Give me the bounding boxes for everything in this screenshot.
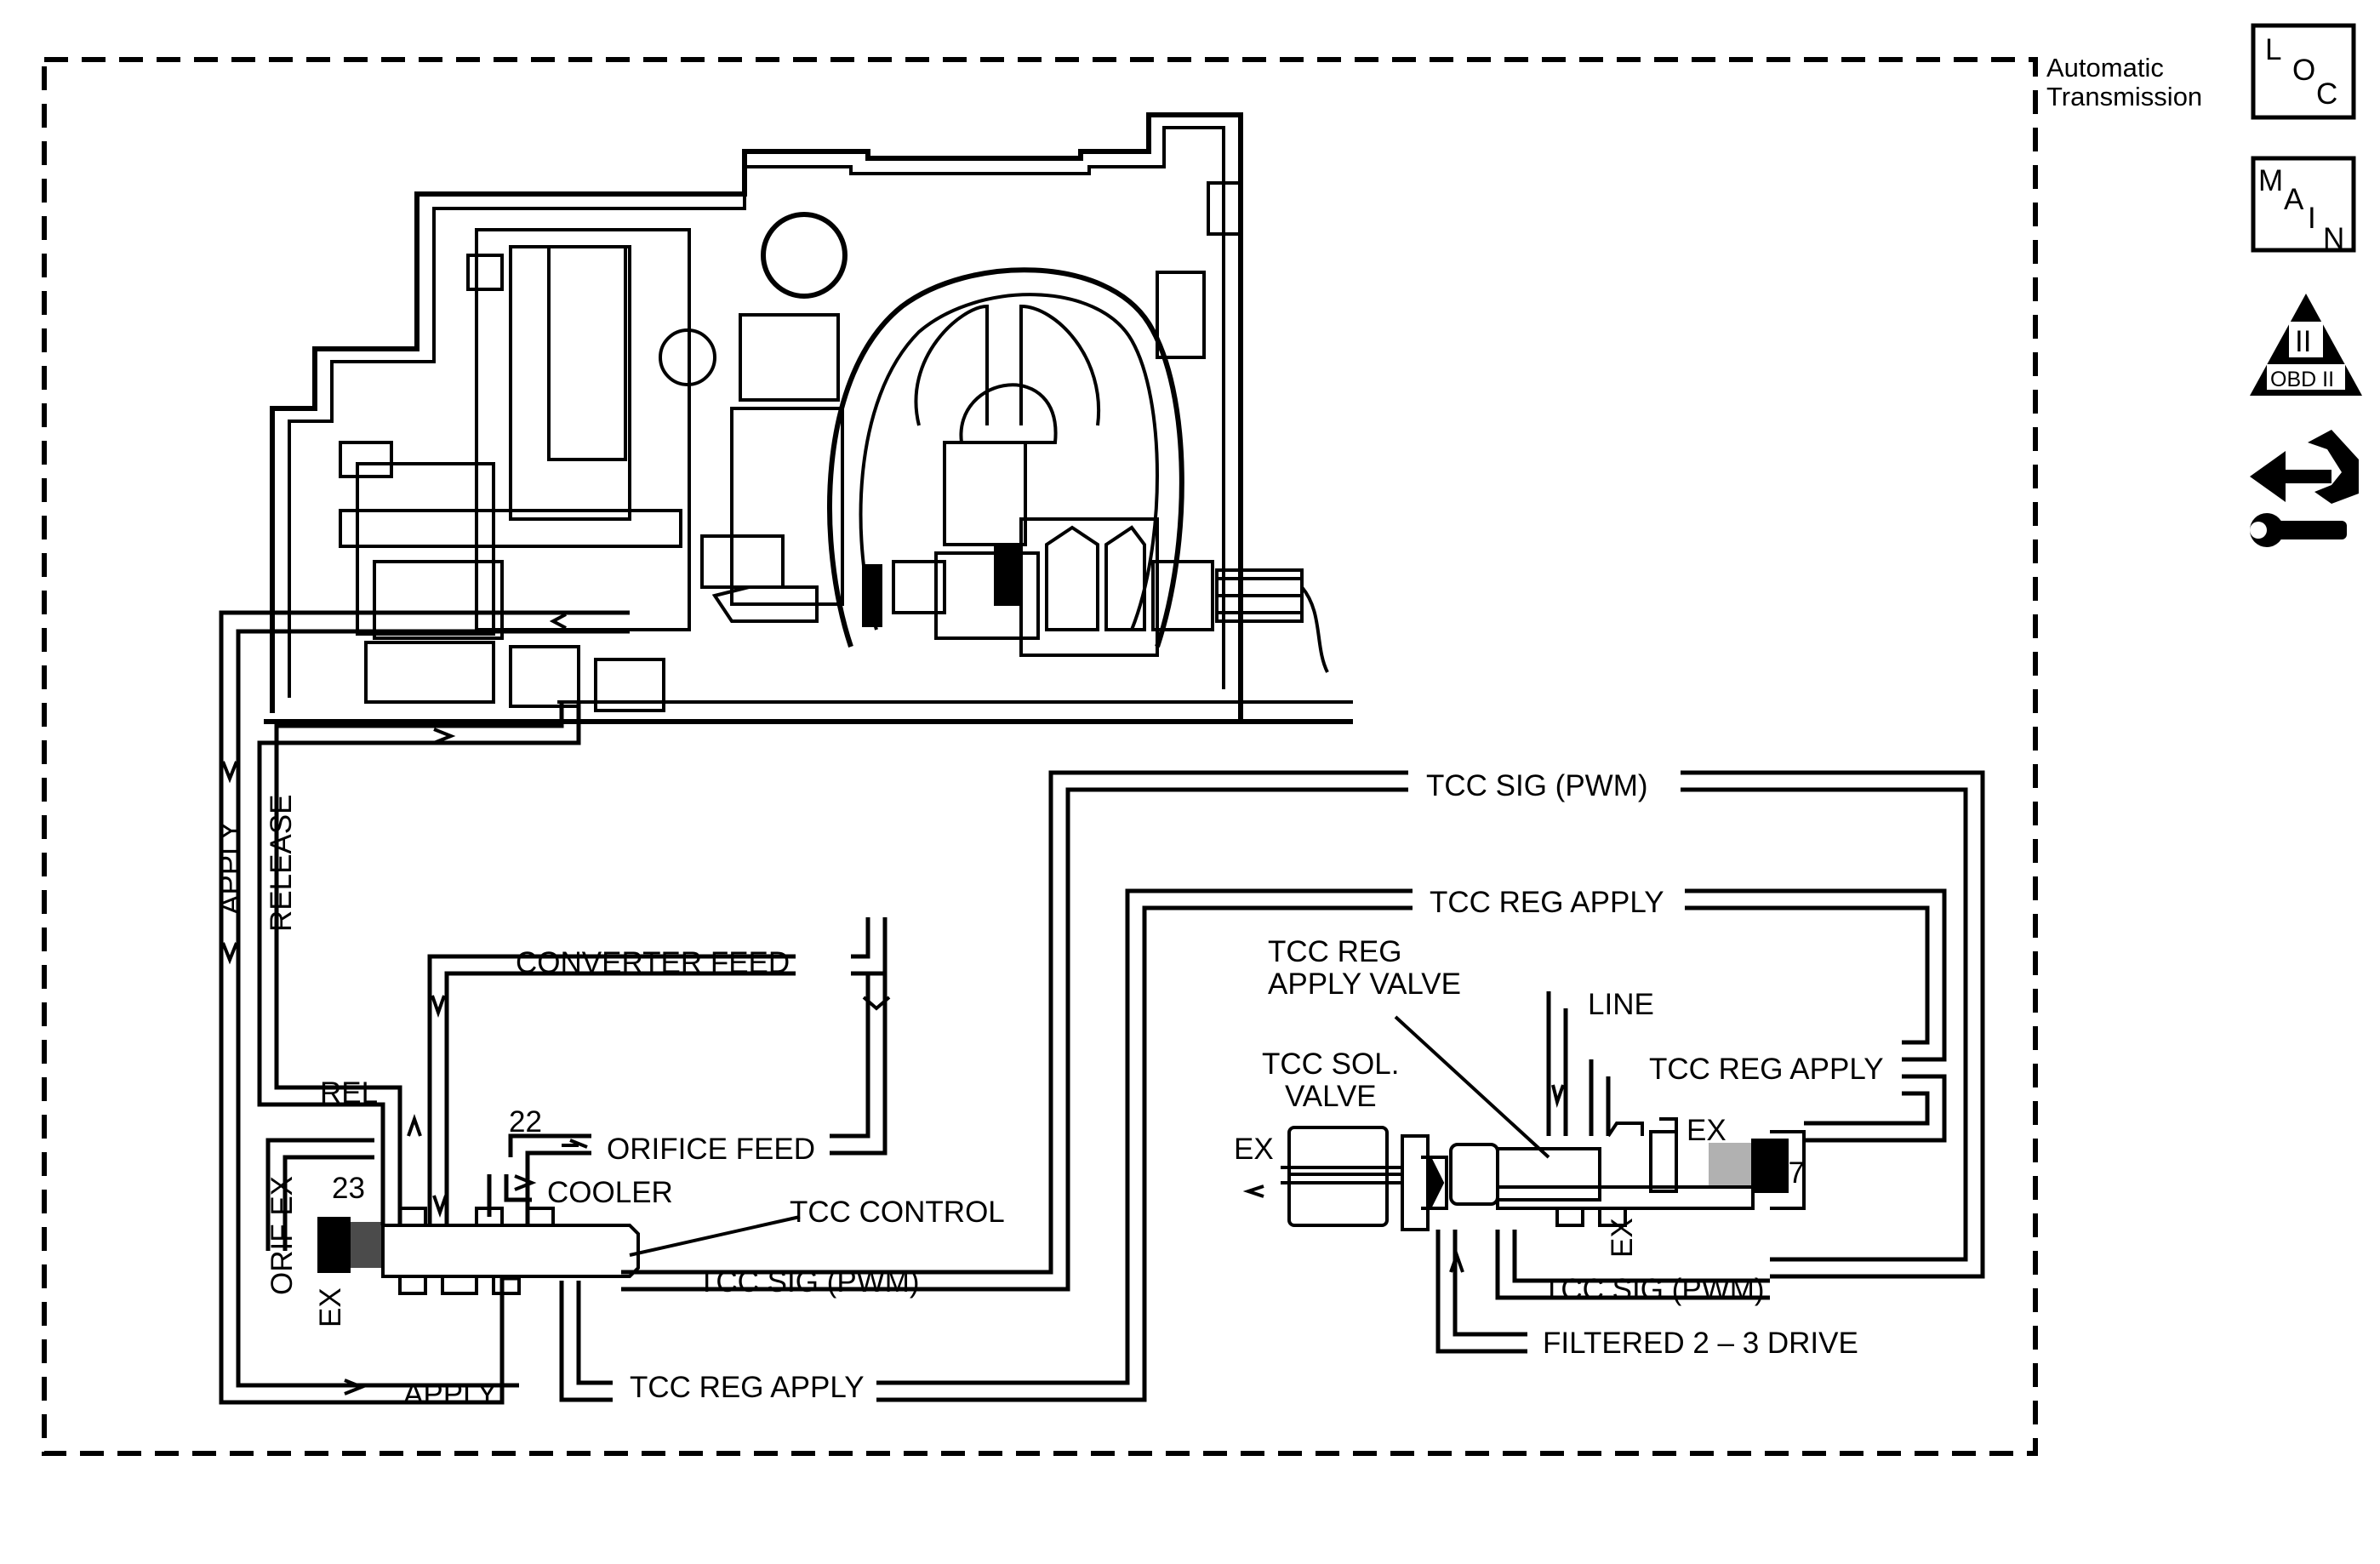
label-tcc-sig-pwm-top: TCC SIG (PWM) (1426, 769, 1648, 802)
label-tcc-reg-apply-bottom: TCC REG APPLY (630, 1371, 865, 1404)
flow-arrows (221, 613, 1565, 1396)
label-ex-right-top: EX (1687, 1114, 1726, 1147)
svg-text:C: C (2316, 77, 2337, 111)
label-orif-ex: ORIF EX (265, 1176, 299, 1295)
svg-text:OBD II: OBD II (2270, 368, 2334, 391)
label-tcc-reg-apply-top: TCC REG APPLY (1430, 886, 1664, 919)
label-ex-right-vertical: EX (1606, 1218, 1639, 1258)
label-orifice-feed: ORIFICE FEED (607, 1133, 815, 1166)
tcc-control-valve (317, 1207, 801, 1295)
page-title-line2: Transmission (2046, 82, 2202, 111)
label-17: 17 (1772, 1156, 1805, 1190)
svg-text:M: M (2258, 164, 2283, 197)
label-tcc-reg-apply-right: TCC REG APPLY (1649, 1053, 1884, 1086)
svg-text:I: I (2308, 202, 2316, 235)
label-tcc-sig-pwm-right: TCC SIG (PWM) (1543, 1273, 1765, 1306)
label-tcc-reg-apply-valve-2: APPLY VALVE (1268, 968, 1461, 1001)
label-tcc-sol-valve-2: VALVE (1285, 1080, 1377, 1113)
diagram-labels: APPLY RELEASE CONVERTER FEED REL 22 ORIF… (214, 769, 1884, 1411)
transmission-cross-section (264, 112, 1353, 724)
loc-icon[interactable]: L O C (2251, 23, 2356, 120)
svg-text:II: II (2295, 325, 2311, 358)
label-23: 23 (332, 1172, 365, 1205)
label-tcc-sig-pwm-left: TCC SIG (PWM) (698, 1265, 920, 1299)
label-release-vertical: RELEASE (265, 795, 298, 932)
label-tcc-reg-apply-valve-1: TCC REG (1268, 935, 1402, 968)
diagram-frame (42, 57, 2038, 1456)
main-icon[interactable]: M A I N (2251, 156, 2356, 255)
tcc-solenoid-valve (1281, 1126, 1601, 1231)
label-converter-feed: CONVERTER FEED (516, 946, 790, 979)
label-ex-sol: EX (1234, 1133, 1274, 1166)
svg-text:O: O (2292, 54, 2315, 87)
label-filtered-drive: FILTERED 2 – 3 DRIVE (1543, 1327, 1858, 1360)
service-tool-icon[interactable] (2250, 430, 2359, 547)
label-line: LINE (1588, 988, 1654, 1021)
svg-text:N: N (2323, 222, 2344, 255)
label-tcc-control: TCC CONTROL (790, 1196, 1005, 1229)
svg-text:L: L (2265, 33, 2281, 66)
label-apply-vertical: APPLY (214, 821, 247, 915)
label-rel: REL (320, 1076, 378, 1110)
label-cooler: COOLER (547, 1176, 673, 1209)
label-22: 22 (509, 1105, 542, 1139)
label-ex-left: EX (314, 1287, 347, 1327)
svg-text:A: A (2284, 183, 2304, 216)
label-apply-bottom: APPLY (403, 1378, 497, 1411)
obd-ii-icon[interactable]: II OBD II (2250, 294, 2362, 396)
page-title-line1: Automatic (2046, 53, 2164, 83)
label-tcc-sol-valve-1: TCC SOL. (1262, 1047, 1399, 1081)
tcc-reg-apply-valve (1394, 1015, 1806, 1227)
